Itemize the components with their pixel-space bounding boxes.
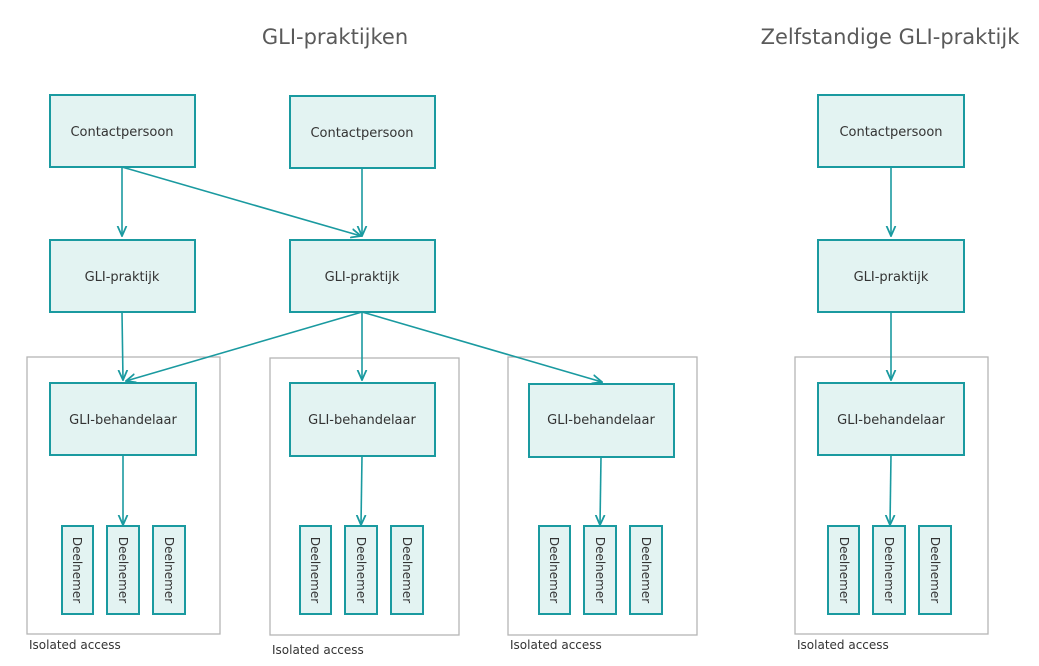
- node-label: Deelnemer: [116, 537, 130, 603]
- edge-contact1-praktijk2: [121, 166, 361, 236]
- node-label: GLI-praktijk: [325, 270, 400, 285]
- node-label: Deelnemer: [593, 537, 607, 603]
- isolated-access-label: Isolated access: [797, 638, 889, 652]
- node-deelnemer: Deelnemer: [583, 525, 617, 615]
- title-gli-praktijken: GLI-praktijken: [262, 25, 408, 49]
- edges: [121, 166, 891, 525]
- node-contactpersoon-1: Contactpersoon: [49, 94, 196, 168]
- node-deelnemer: Deelnemer: [152, 525, 186, 615]
- node-gli-praktijk-3: GLI-praktijk: [817, 239, 965, 313]
- node-deelnemer: Deelnemer: [344, 525, 378, 615]
- node-label: GLI-behandelaar: [547, 413, 655, 428]
- isolated-access-label: Isolated access: [510, 638, 602, 652]
- node-deelnemer: Deelnemer: [61, 525, 94, 615]
- title-zelfstandige-gli-praktijk: Zelfstandige GLI-praktijk: [761, 25, 1021, 49]
- edge-behandelaar3-deelnemer: [600, 456, 601, 525]
- node-gli-praktijk-1: GLI-praktijk: [49, 239, 196, 313]
- node-label: GLI-behandelaar: [69, 413, 177, 428]
- node-deelnemer: Deelnemer: [390, 525, 424, 615]
- node-label: GLI-behandelaar: [837, 413, 945, 428]
- node-label: Deelnemer: [639, 537, 653, 603]
- node-label: Deelnemer: [400, 537, 414, 603]
- node-label: Deelnemer: [882, 537, 896, 603]
- node-gli-behandelaar-4: GLI-behandelaar: [817, 382, 965, 456]
- node-deelnemer: Deelnemer: [918, 525, 952, 615]
- node-gli-praktijk-2: GLI-praktijk: [289, 239, 436, 313]
- node-deelnemer: Deelnemer: [106, 525, 140, 615]
- node-label: Contactpersoon: [839, 125, 942, 140]
- edge-behandelaar2-deelnemer: [361, 455, 362, 525]
- node-deelnemer: Deelnemer: [827, 525, 860, 615]
- node-label: Deelnemer: [928, 537, 942, 603]
- node-label: GLI-behandelaar: [308, 413, 416, 428]
- node-label: Deelnemer: [837, 537, 851, 603]
- node-contactpersoon-2: Contactpersoon: [289, 95, 436, 169]
- node-deelnemer: Deelnemer: [872, 525, 906, 615]
- node-gli-behandelaar-1: GLI-behandelaar: [49, 382, 197, 456]
- edge-praktijk2-behandelaar3: [361, 311, 602, 382]
- node-gli-behandelaar-3: GLI-behandelaar: [528, 383, 675, 458]
- node-label: Contactpersoon: [70, 125, 173, 140]
- isolated-access-label: Isolated access: [272, 643, 364, 657]
- edge-praktijk1-behandelaar1: [122, 311, 123, 380]
- node-deelnemer: Deelnemer: [629, 525, 663, 615]
- node-label: Deelnemer: [354, 537, 368, 603]
- isolated-access-label: Isolated access: [29, 638, 121, 652]
- node-contactpersoon-3: Contactpersoon: [817, 94, 965, 168]
- node-label: Deelnemer: [308, 537, 322, 603]
- node-label: Deelnemer: [162, 537, 176, 603]
- isolated-group-2: Isolated access: [269, 357, 460, 657]
- node-deelnemer: Deelnemer: [299, 525, 332, 615]
- node-label: Contactpersoon: [310, 126, 413, 141]
- edge-behandelaar4-deelnemer: [890, 454, 891, 525]
- edge-praktijk2-behandelaar1: [126, 311, 363, 381]
- isolated-group-3: Isolated access: [507, 356, 698, 652]
- isolated-group-1: Isolated access: [26, 356, 221, 652]
- node-gli-behandelaar-2: GLI-behandelaar: [289, 382, 436, 457]
- node-deelnemer: Deelnemer: [538, 525, 571, 615]
- node-label: Deelnemer: [70, 537, 84, 603]
- node-label: Deelnemer: [547, 537, 561, 603]
- node-label: GLI-praktijk: [854, 270, 929, 285]
- node-label: GLI-praktijk: [85, 270, 160, 285]
